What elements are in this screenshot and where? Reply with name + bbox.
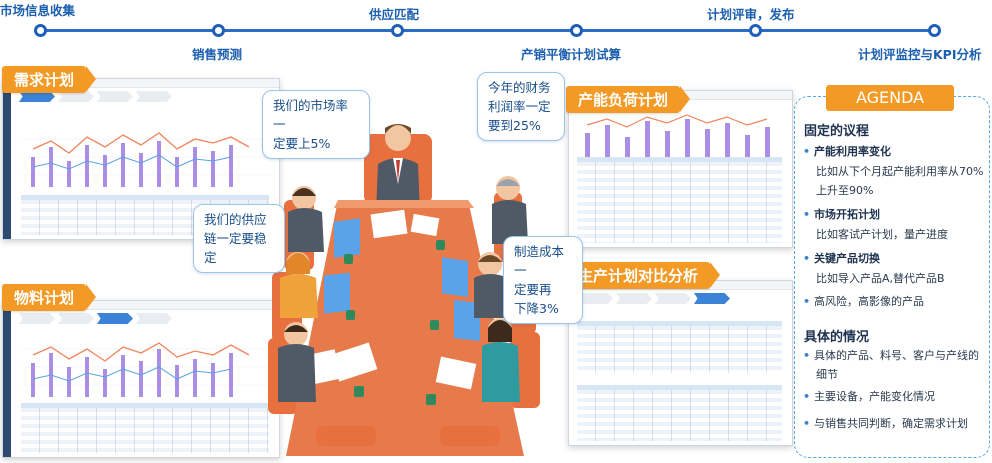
trend-chart-thumbnail — [21, 132, 271, 187]
timeline-line — [40, 29, 936, 32]
capacity-chart-thumbnail — [585, 114, 770, 157]
bubble-line: 链一定要稳定 — [204, 231, 267, 265]
agenda-panel — [794, 96, 990, 458]
production-compare-screen[interactable] — [568, 280, 793, 446]
process-step[interactable] — [136, 91, 172, 102]
bullet-icon: • — [803, 145, 811, 158]
data-table-thumbnail[interactable] — [21, 403, 269, 453]
timeline-label-6: 计划评监控与KPI分析 — [858, 47, 982, 62]
bubble-line: 我们的市场率一 — [273, 98, 349, 132]
agenda-item: •高风险，高影像的产品 — [803, 292, 924, 311]
timeline-node-6[interactable] — [928, 24, 941, 37]
meeting-illustration — [268, 124, 540, 456]
panel-title-production: 生产计划对比分析 — [566, 262, 721, 289]
timeline-node-5[interactable] — [749, 24, 762, 37]
agenda-item-text: 具体的产品、料号、客户与产线的 — [814, 349, 980, 362]
bubble-line: 定要再 — [514, 282, 552, 297]
timeline-label-4: 产销平衡计划试算 — [521, 47, 622, 62]
process-step[interactable] — [19, 91, 55, 102]
bubble-line: 定要上5% — [273, 136, 331, 151]
speech-bubble-cost: 制造成本一 定要再 下降3% — [503, 236, 583, 324]
agenda-item-title: 关键产品切换 — [814, 252, 881, 265]
panel-title-material: 物料计划 — [2, 284, 97, 311]
bullet-icon: • — [803, 349, 811, 362]
app-sidebar — [3, 88, 11, 239]
process-step[interactable] — [577, 293, 613, 304]
agenda-item-detail: 比如导入产品A,替代产品B — [816, 272, 945, 285]
agenda-fixed-heading: 固定的议程 — [804, 124, 870, 139]
timeline-node-1[interactable] — [34, 24, 47, 37]
agenda-item-detail: 上升至90% — [816, 184, 874, 197]
agenda-title: AGENDA — [826, 85, 954, 111]
speech-bubble-supply: 我们的供应 链一定要稳定 — [193, 204, 285, 273]
process-step[interactable] — [655, 293, 691, 304]
panel-title-demand: 需求计划 — [2, 66, 97, 93]
detail-table-thumbnail[interactable] — [577, 385, 782, 441]
agenda-item: •具体的产品、料号、客户与产线的 — [803, 346, 979, 365]
process-step[interactable] — [58, 313, 94, 324]
agenda-item: •与销售共同判断，确定需求计划 — [803, 414, 968, 433]
bullet-icon: • — [803, 252, 811, 265]
timeline-node-3[interactable] — [391, 24, 404, 37]
agenda-item-detail: 比如客试产计划，量产进度 — [816, 228, 948, 241]
compare-table-thumbnail[interactable] — [577, 321, 782, 373]
speech-bubble-market: 我们的市场率一 定要上5% — [262, 90, 370, 159]
process-steps — [19, 91, 269, 103]
process-step[interactable] — [694, 293, 730, 304]
agenda-item: •关键产品切换 — [803, 249, 880, 268]
bubble-line: 要到25% — [488, 118, 541, 133]
window-titlebar — [3, 301, 279, 310]
agenda-item-text: 与销售共同判断，确定需求计划 — [814, 417, 969, 430]
timeline-label-1: 市场信息收集 — [0, 3, 76, 18]
bullet-icon: • — [803, 390, 811, 403]
agenda-item-detail: 细节 — [816, 368, 838, 381]
bubble-line: 我们的供应 — [204, 212, 267, 227]
agenda-item-detail: 比如从下个月起产能利用率从70% — [816, 165, 984, 178]
agenda-item-title: 产能利用率变化 — [814, 145, 892, 158]
agenda-specific-heading: 具体的情况 — [804, 330, 870, 345]
bullet-icon: • — [803, 208, 811, 221]
bubble-line: 制造成本一 — [514, 244, 565, 278]
agenda-item: •主要设备，产能变化情况 — [803, 387, 935, 406]
timeline-label-3: 供应匹配 — [369, 7, 420, 22]
process-step[interactable] — [19, 313, 55, 324]
agenda-item: •市场开拓计划 — [803, 205, 880, 224]
process-steps — [577, 293, 782, 305]
bubble-line: 利润率一定 — [488, 99, 551, 114]
agenda-item-title: 高风险，高影像的产品 — [814, 295, 925, 308]
timeline-label-5: 计划评审，发布 — [707, 7, 795, 22]
process-step[interactable] — [58, 91, 94, 102]
process-step[interactable] — [136, 313, 172, 324]
timeline-label-2: 销售预测 — [192, 47, 243, 62]
material-plan-screen[interactable] — [2, 300, 280, 458]
timeline-node-4[interactable] — [570, 24, 583, 37]
agenda-item: •产能利用率变化 — [803, 142, 891, 161]
bubble-line: 今年的财务 — [488, 80, 551, 95]
bullet-icon: • — [803, 295, 811, 308]
app-sidebar — [3, 310, 11, 457]
capacity-load-screen[interactable] — [568, 90, 793, 248]
process-step[interactable] — [616, 293, 652, 304]
agenda-item-title: 市场开拓计划 — [814, 208, 881, 221]
bubble-line: 下降3% — [514, 301, 559, 316]
trend-chart-thumbnail — [21, 342, 271, 397]
process-step[interactable] — [97, 313, 133, 324]
bullet-icon: • — [803, 417, 811, 430]
window-titlebar — [3, 79, 279, 88]
agenda-item-text: 主要设备，产能变化情况 — [814, 390, 936, 403]
process-step[interactable] — [97, 91, 133, 102]
timeline-node-2[interactable] — [212, 24, 225, 37]
panel-title-capacity: 产能负荷计划 — [566, 86, 691, 113]
speech-bubble-finance: 今年的财务 利润率一定 要到25% — [477, 72, 565, 141]
process-steps — [19, 313, 269, 325]
capacity-table-thumbnail[interactable] — [577, 157, 782, 243]
